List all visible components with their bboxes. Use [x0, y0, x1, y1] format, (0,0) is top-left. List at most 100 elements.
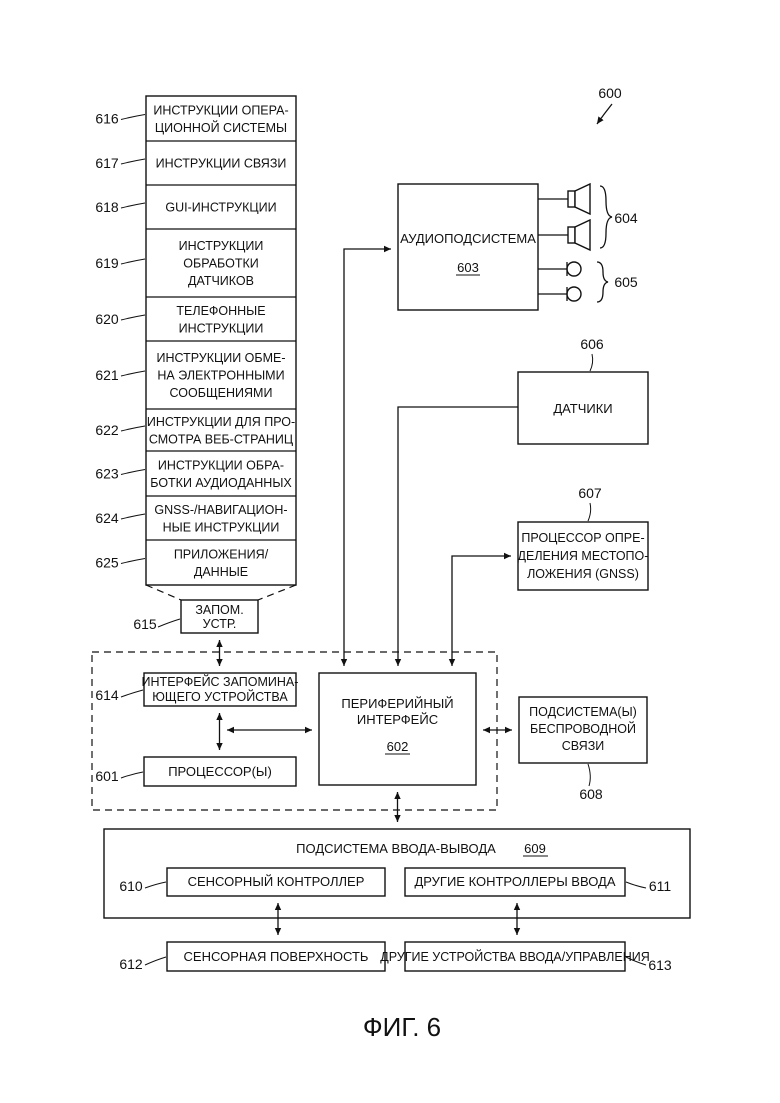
peripheral-interface-label-line1: ПЕРИФЕРИЙНЫЙ — [341, 696, 453, 711]
gnss-ref: 607 — [578, 485, 602, 501]
stack-cell-label: GNSS-/НАВИГАЦИОН- — [154, 503, 287, 517]
stack-cell-label: ИНСТРУКЦИИ ОБРА- — [158, 458, 284, 472]
stack-cell-label: НА ЭЛЕКТРОННЫМИ — [157, 369, 284, 383]
wireless-label-line2: БЕСПРОВОДНОЙ — [530, 721, 636, 736]
gnss-label-line2: ДЕЛЕНИЯ МЕСТОПО- — [518, 549, 649, 563]
stack-cell-ref: 621 — [95, 367, 119, 383]
sensors-ref-leader — [590, 354, 593, 371]
stack-cell-label: ДАТЧИКОВ — [188, 274, 254, 288]
memory-ref-leader — [158, 619, 180, 627]
audio-link-arrow — [344, 249, 391, 666]
mics-ref: 605 — [614, 274, 638, 290]
speaker-icon — [568, 184, 590, 214]
stack-cell-ref: 624 — [95, 510, 119, 526]
touch-controller-label: СЕНСОРНЫЙ КОНТРОЛЛЕР — [188, 874, 365, 889]
memory-ref: 615 — [133, 616, 157, 632]
stack-cell-ref-leader — [121, 115, 145, 120]
stack-cell-label: БОТКИ АУДИОДАННЫХ — [150, 476, 292, 490]
figure-caption: ФИГ. 6 — [363, 1012, 441, 1042]
other-devices-label: ДРУГИЕ УСТРОЙСТВА ВВОДА/УПРАВЛЕНИЯ — [380, 949, 650, 964]
stack-cell-ref: 625 — [95, 555, 119, 571]
gnss-ref-leader — [588, 503, 591, 521]
figure-ref-arrow — [597, 104, 612, 124]
other-devices-ref: 613 — [648, 957, 672, 973]
sensors-ref: 606 — [580, 336, 604, 352]
stack-cell-label: НЫЕ ИНСТРУКЦИИ — [163, 520, 280, 534]
figure-ref: 600 — [598, 85, 622, 101]
stack-cell-ref-leader — [121, 315, 145, 320]
stack-cell-label: ОБРАБОТКИ — [183, 257, 258, 271]
speaker-icon — [568, 220, 590, 250]
processor-ref: 601 — [95, 768, 119, 784]
peripheral-interface-box — [319, 673, 476, 785]
stack-cell-ref: 618 — [95, 199, 119, 215]
peripheral-interface-ref: 602 — [387, 739, 409, 754]
stack-cell-ref: 617 — [95, 155, 119, 171]
stack-taper-right — [258, 585, 296, 600]
stack-cell-ref-leader — [121, 514, 145, 519]
touch-surface-ref: 612 — [119, 956, 143, 972]
stack-cell-label: ТЕЛЕФОННЫЕ — [176, 304, 265, 318]
audio-subsystem-box — [398, 184, 538, 310]
memory-interface-ref: 614 — [95, 687, 119, 703]
memory-interface-ref-leader — [121, 690, 143, 697]
other-controllers-label: ДРУГИЕ КОНТРОЛЛЕРЫ ВВОДА — [414, 874, 615, 889]
stack-cell-ref: 623 — [95, 466, 119, 482]
audio-subsystem-ref: 603 — [457, 260, 479, 275]
stack-cell-ref-leader — [121, 371, 145, 376]
stack-cell-label: ЦИОННОЙ СИСТЕМЫ — [155, 120, 287, 135]
stack-cell-label: СМОТРА ВЕБ-СТРАНИЦ — [149, 432, 294, 446]
processor-label: ПРОЦЕССОР(Ы) — [168, 764, 272, 779]
sensors-label: ДАТЧИКИ — [553, 401, 612, 416]
speakers-brace — [600, 186, 612, 248]
io-subsystem-label: ПОДСИСТЕМА ВВОДА-ВЫВОДА — [296, 841, 496, 856]
stack-cell-label: ИНСТРУКЦИИ СВЯЗИ — [156, 157, 287, 171]
stack-cell-label: ПРИЛОЖЕНИЯ/ — [174, 547, 269, 561]
microphone-icon — [567, 262, 581, 276]
stack-cell-ref-leader — [121, 559, 145, 564]
touch-surface-ref-leader — [145, 957, 166, 965]
peripheral-interface-label-line2: ИНТЕРФЕЙС — [357, 712, 438, 727]
stack-taper-left — [146, 585, 181, 600]
other-controllers-ref: 611 — [649, 878, 672, 894]
memory-interface-label-line2: ЮЩЕГО УСТРОЙСТВА — [152, 689, 288, 704]
gnss-label-line1: ПРОЦЕССОР ОПРЕ- — [521, 531, 644, 545]
mics-brace — [597, 262, 608, 302]
memory-label-line2: УСТР. — [203, 617, 237, 631]
memory-interface-label-line1: ИНТЕРФЕЙС ЗАПОМИНА- — [142, 674, 299, 689]
stack-cell-label: ИНСТРУКЦИИ — [179, 321, 264, 335]
stack-cell-label: СООБЩЕНИЯМИ — [170, 386, 273, 400]
stack-cell-label: ДАННЫЕ — [194, 565, 248, 579]
stack-cell-label: ИНСТРУКЦИИ ОПЕРА- — [153, 103, 288, 117]
sensors-link-arrow — [398, 407, 518, 666]
stack-cell-ref-leader — [121, 426, 145, 431]
touch-surface-label: СЕНСОРНАЯ ПОВЕРХНОСТЬ — [184, 949, 369, 964]
processor-ref-leader — [121, 772, 143, 778]
stack-cell-label: ИНСТРУКЦИИ ОБМЕ- — [156, 351, 285, 365]
touch-controller-ref: 610 — [119, 878, 143, 894]
stack-cell-ref-leader — [121, 470, 145, 475]
gnss-label-line3: ЛОЖЕНИЯ (GNSS) — [527, 567, 639, 581]
stack-cell-label: GUI-ИНСТРУКЦИИ — [165, 201, 276, 215]
io-subsystem-ref: 609 — [524, 841, 546, 856]
gnss-link-arrow — [452, 556, 511, 666]
stack-cell-ref-leader — [121, 159, 145, 164]
stack-cell-label: ИНСТРУКЦИИ ДЛЯ ПРО- — [147, 415, 295, 429]
stack-cell-ref: 620 — [95, 311, 119, 327]
memory-label-line1: ЗАПОМ. — [195, 603, 243, 617]
speakers-ref: 604 — [614, 210, 638, 226]
wireless-ref-leader — [588, 764, 590, 786]
stack-cell-ref: 616 — [95, 111, 119, 127]
stack-cell-ref: 619 — [95, 255, 119, 271]
stack-cell-label: ИНСТРУКЦИИ — [179, 239, 264, 253]
wireless-label-line3: СВЯЗИ — [562, 739, 605, 753]
microphone-icon — [567, 287, 581, 301]
memory-instruction-stack: ИНСТРУКЦИИ ОПЕРА- ЦИОННОЙ СИСТЕМЫ 616ИНСТР… — [95, 96, 296, 585]
stack-cell-ref-leader — [121, 203, 145, 208]
stack-cell-ref: 622 — [95, 422, 119, 438]
wireless-label-line1: ПОДСИСТЕМА(Ы) — [529, 705, 637, 719]
stack-cell-ref-leader — [121, 259, 145, 264]
wireless-ref: 608 — [579, 786, 603, 802]
audio-subsystem-label: АУДИОПОДСИСТЕМА — [400, 231, 536, 246]
